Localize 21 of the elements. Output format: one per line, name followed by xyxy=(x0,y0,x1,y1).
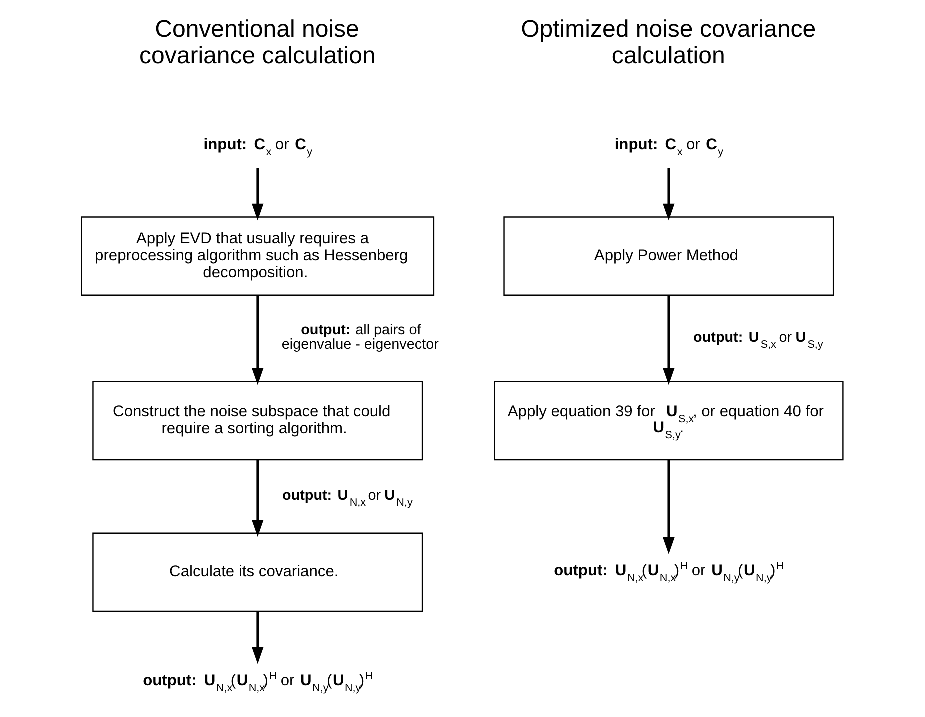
arrow xyxy=(252,460,264,537)
arrow xyxy=(663,168,675,221)
node-box: Apply equation 39 for U$_{S,x}$, or equation 40 for U$_{S,y}$. xyxy=(494,381,844,461)
edge-label: output: all pairs of eigenvalue - eigenvector xyxy=(282,322,439,354)
arrow xyxy=(663,460,675,554)
arrow xyxy=(252,168,264,221)
edge-label: output: U$_{N,x}$ or U$_{N,y}$ xyxy=(282,488,413,509)
node-text: input: C$_{x}$ or C$_{y}$ xyxy=(614,136,724,158)
arrow xyxy=(252,296,264,386)
arrow xyxy=(663,296,675,386)
node-box: Calculate its covariance. xyxy=(92,532,424,612)
node-box: Apply EVD that usually requires a preprocessing algorithm such as Hessenberg decomposition. xyxy=(81,216,435,296)
node-text: output: U$_{N,x}$(U$_{N,x}$)$^{H}$ or U$_{N,y}$(U$_{N,y}$)$^{H}$ xyxy=(143,670,374,694)
node-box: Construct the noise subspace that could require a sorting algorithm. xyxy=(92,381,424,461)
arrow xyxy=(252,612,264,664)
node-text: input: C$_{x}$ or C$_{y}$ xyxy=(204,136,313,158)
node-box: Apply Power Method xyxy=(504,216,834,296)
label: Optimized noise covariance calculation xyxy=(521,16,816,70)
edge-label: output: U$_{S,x}$ or U$_{S,y}$ xyxy=(694,330,824,351)
label: Conventional noise covariance calculation xyxy=(139,16,376,70)
node-text: output: U$_{N,x}$(U$_{N,x}$)$^{H}$ or U$_{N,y}$(U$_{N,y}$)$^{H}$ xyxy=(554,560,784,584)
